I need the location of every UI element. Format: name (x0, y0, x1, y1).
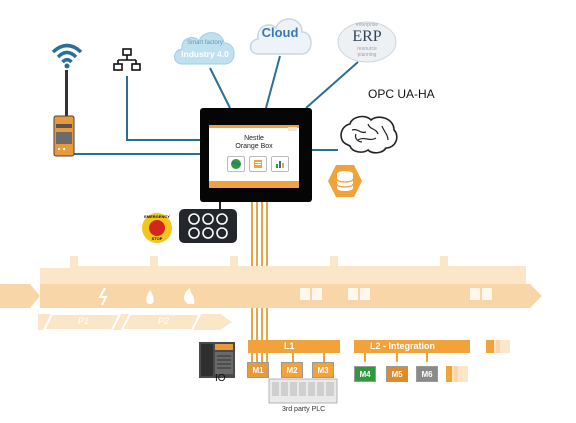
screen-app-globe[interactable] (227, 156, 245, 172)
hmi-screen-bezel: Nestle Orange Box (200, 108, 312, 202)
emergency-stop-label-top: EMERGENCY (144, 214, 170, 219)
network-icon (113, 48, 141, 71)
l2-label: L2 - Integration (370, 341, 435, 351)
l2-bar: L2 - Integration (354, 340, 470, 353)
power-icon (98, 287, 108, 306)
router-icon (53, 70, 75, 157)
erp-label: ERP (352, 28, 382, 45)
l1-label: L1 (284, 341, 295, 351)
hmi-screen[interactable]: Nestle Orange Box (209, 125, 299, 188)
emergency-stop-icon[interactable] (141, 212, 173, 244)
factory-roofline (40, 256, 526, 284)
screen-title-line1: Nestle (244, 135, 264, 142)
water-icon (146, 290, 154, 304)
erp-word-planning: planning (357, 52, 377, 58)
industry-cloud (174, 32, 235, 65)
erp-word-resource: resource (357, 46, 377, 52)
screen-logo (288, 127, 297, 131)
cloud-link (265, 55, 281, 109)
module-m4[interactable]: M4 (354, 366, 376, 382)
screen-footer-bar (209, 181, 299, 188)
plc-label: 3rd party PLC (282, 406, 326, 413)
globe-icon (231, 159, 241, 169)
process-label-p1: P1 (78, 316, 90, 326)
cloud-icon (249, 18, 312, 55)
module-m6[interactable]: M6 (416, 366, 438, 382)
module-m5[interactable]: M5 (386, 366, 408, 382)
brain-icon (340, 115, 398, 154)
chart-icon (276, 161, 284, 168)
industry-subtitle: Smart factory (187, 40, 223, 46)
factory-band (40, 284, 542, 308)
plc-icon (268, 378, 338, 404)
document-icon (254, 160, 262, 168)
screen-app-chart[interactable] (271, 156, 289, 172)
process-label-p2: P2 (158, 316, 170, 326)
module-m1[interactable]: M1 (247, 362, 269, 378)
l2-bar-fade (486, 340, 510, 353)
cloud-label: Cloud (261, 25, 299, 40)
network-link (126, 76, 200, 141)
screen-title-line2: Orange Box (235, 143, 273, 150)
process-band (38, 314, 232, 330)
wifi-icon (51, 43, 83, 69)
erp-link (305, 61, 359, 109)
button-panel-icon (179, 209, 237, 243)
erp-cloud (337, 21, 397, 63)
flame-icon (183, 288, 195, 304)
io-module-icon (199, 342, 235, 378)
industry-title: Industry 4.0 (181, 49, 229, 59)
emergency-stop-label-bottom: STOP (151, 236, 163, 241)
database-icon (328, 165, 362, 197)
screen-app-data[interactable] (249, 156, 267, 172)
protocol-label: OPC UA-HA (368, 87, 435, 101)
io-label: IO (215, 373, 226, 384)
l1-bar: L1 (248, 340, 340, 353)
factory-band-arrow (0, 284, 40, 308)
module-fade (446, 366, 468, 382)
erp-word-enterprise: enterprise (355, 22, 379, 28)
industry-link (209, 67, 231, 109)
module-m2[interactable]: M2 (281, 362, 303, 378)
module-m3[interactable]: M3 (312, 362, 334, 378)
